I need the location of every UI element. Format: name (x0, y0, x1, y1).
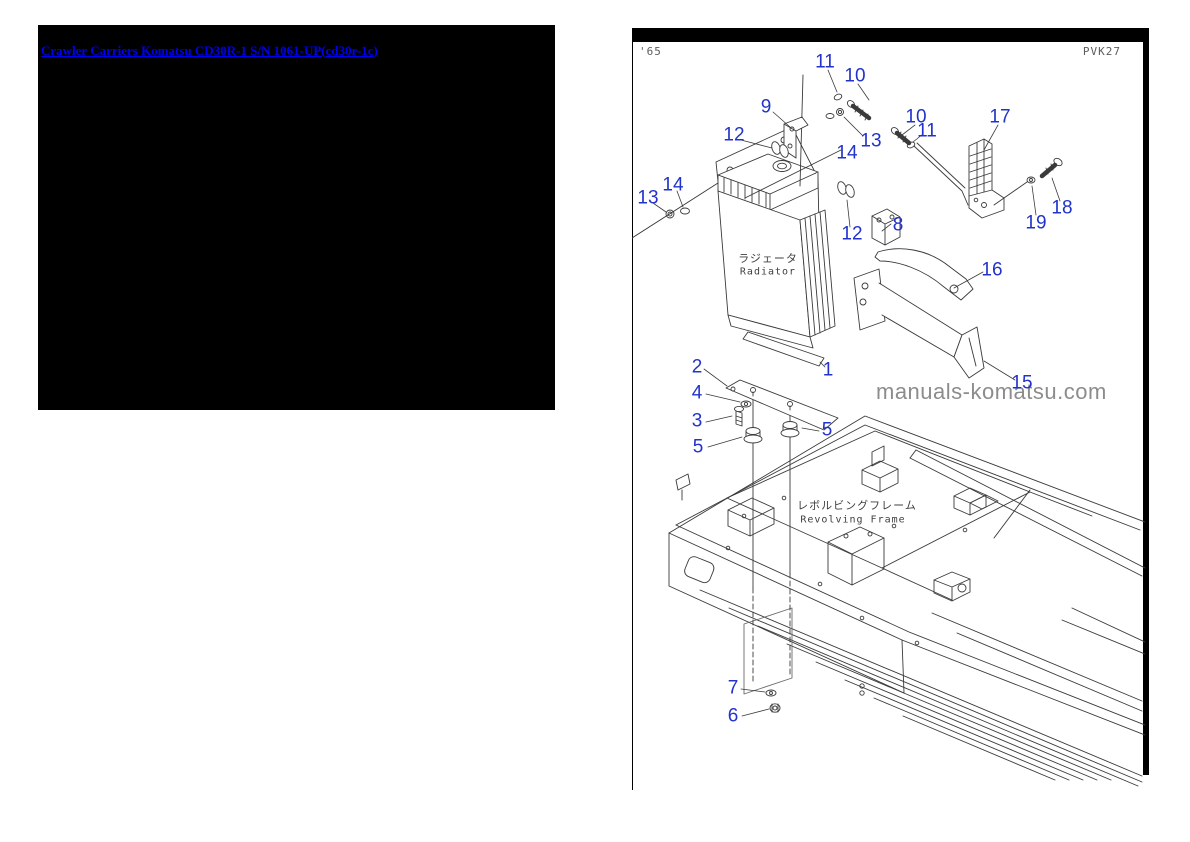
handle-16 (874, 248, 974, 301)
top-hardware (632, 74, 1063, 246)
page-left-border (632, 42, 633, 790)
radiator-label-jp: ラジェータ (738, 252, 798, 265)
leader-lines (652, 69, 1061, 717)
rubber-mounts-5 (743, 421, 800, 444)
handle-15 (853, 268, 985, 379)
watermark-text: manuals-komatsu.com (876, 379, 1107, 404)
strip-part-1 (742, 331, 825, 367)
page-code-left: '65 (639, 45, 662, 58)
parts-diagram-page: '65 PVK27 (632, 28, 1149, 790)
scan-top-bar (632, 28, 1149, 42)
radiator-label-en: Radiator (739, 266, 797, 278)
revolving-frame (668, 415, 1146, 787)
page-code-right: PVK27 (1082, 45, 1121, 58)
frame-label-jp: レボルビングフレーム (797, 499, 917, 512)
exploded-parts-drawing (632, 69, 1146, 787)
washer-and-nut (765, 689, 781, 713)
left-black-panel: Crawler Carriers Komatsu CD30R-1 S/N 106… (38, 25, 555, 410)
washer-4-bolt-3 (734, 400, 752, 427)
frame-label-en: Revolving Frame (800, 514, 906, 526)
scan-right-bar (1143, 28, 1149, 775)
mount-plate-part-2 (725, 379, 839, 431)
radiator-assembly (715, 126, 836, 349)
breadcrumb-link[interactable]: Crawler Carriers Komatsu CD30R-1 S/N 106… (41, 43, 378, 58)
